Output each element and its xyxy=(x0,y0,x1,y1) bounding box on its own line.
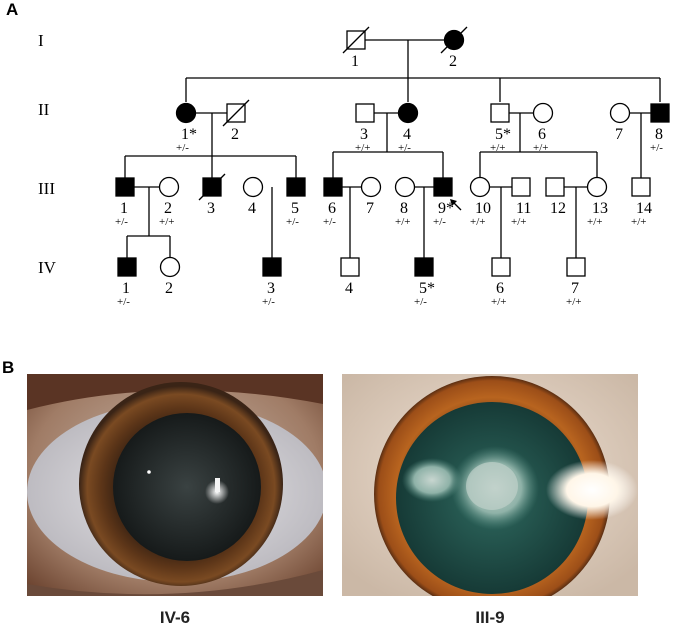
pedigree-iv-3-label: 3 xyxy=(267,280,275,297)
pedigree-iii-5-label: 5 xyxy=(291,200,299,217)
pedigree-i-1-label: 1 xyxy=(351,53,359,70)
pedigree-iii-4-label: 4 xyxy=(248,200,256,217)
generation-label-ii: II xyxy=(38,100,50,119)
pedigree-ii-6-label: 6 xyxy=(538,126,546,143)
panel-label-b: B xyxy=(2,358,15,377)
pedigree-ii-6-genotype: +/+ xyxy=(533,142,548,154)
pedigree-i-2-label: 2 xyxy=(449,53,457,70)
pedigree-iii-4-symbol xyxy=(242,176,264,198)
pedigree-iii-11-symbol xyxy=(511,177,531,197)
pedigree-iv-1-label: 1 xyxy=(122,280,130,297)
pedigree-iii-1-symbol xyxy=(115,177,135,197)
pedigree-ii-5-label: 5* xyxy=(495,126,511,143)
pedigree-iv-6-genotype: +/+ xyxy=(491,296,506,308)
pedigree-ii-1-label: 1* xyxy=(181,126,197,143)
pedigree-iv-3-symbol xyxy=(262,257,282,277)
pedigree-iv-7-symbol xyxy=(566,257,586,277)
pedigree-iv-2-label: 2 xyxy=(165,280,173,297)
pedigree-ii-1-genotype: +/- xyxy=(176,142,189,154)
deceased-slash xyxy=(222,99,250,127)
pedigree-iii-13-genotype: +/+ xyxy=(587,216,602,228)
pedigree-iii-10-genotype: +/+ xyxy=(470,216,485,228)
deceased-slash xyxy=(440,26,468,54)
pedigree-iii-6-symbol xyxy=(323,177,343,197)
pedigree-iii-3-label: 3 xyxy=(207,200,215,217)
pedigree-ii-7-symbol xyxy=(609,102,631,124)
pedigree-iii-2-label: 2 xyxy=(164,200,172,217)
pedigree-iii-9-genotype: +/- xyxy=(433,216,446,228)
pedigree-iii-12-symbol xyxy=(545,177,565,197)
deceased-slash xyxy=(198,173,226,201)
pedigree-iv-2-symbol xyxy=(159,256,181,278)
pedigree-iv-3-genotype: +/- xyxy=(262,296,275,308)
deceased-slash xyxy=(342,26,370,54)
pedigree-iv-5-symbol xyxy=(414,257,434,277)
pedigree-ii-7-label: 7 xyxy=(615,126,623,143)
pedigree-iii-5-symbol xyxy=(286,177,306,197)
pedigree-ii-4-symbol xyxy=(397,102,419,124)
pedigree-iv-5-genotype: +/- xyxy=(414,296,427,308)
pedigree-iv-6-label: 6 xyxy=(496,280,504,297)
pedigree-iii-7-symbol xyxy=(360,176,382,198)
pedigree-iv-7-genotype: +/+ xyxy=(566,296,581,308)
pedigree-iii-14-symbol xyxy=(631,177,651,197)
generation-label-iv: IV xyxy=(38,258,57,277)
pedigree-iv-4-label: 4 xyxy=(345,280,353,297)
pedigree-iv-1-genotype: +/- xyxy=(117,296,130,308)
pedigree-iii-12-label: 12 xyxy=(550,200,566,217)
pedigree-ii-5-symbol xyxy=(490,103,510,123)
pedigree-iii-9-label: 9* xyxy=(438,200,454,217)
pedigree-iii-10-symbol xyxy=(469,176,491,198)
pedigree-iii-8-genotype: +/+ xyxy=(395,216,410,228)
pedigree-iii-6-label: 6 xyxy=(328,200,336,217)
pedigree-ii-8-symbol xyxy=(650,103,670,123)
pedigree-iii-1-genotype: +/- xyxy=(115,216,128,228)
pedigree-iv-7-label: 7 xyxy=(571,280,579,297)
pedigree-ii-3-label: 3 xyxy=(360,126,368,143)
pedigree-iv-5-label: 5* xyxy=(419,280,435,297)
pedigree-iii-2-genotype: +/+ xyxy=(159,216,174,228)
pedigree-lines xyxy=(124,39,661,258)
pedigree-ii-1-symbol xyxy=(175,102,197,124)
pedigree-ii-3-genotype: +/+ xyxy=(355,142,370,154)
pedigree-iii-14-genotype: +/+ xyxy=(631,216,646,228)
generation-label-iii: III xyxy=(38,179,55,198)
panel-label-a: A xyxy=(6,0,19,19)
eye-photo-iii9 xyxy=(342,374,638,596)
pedigree-iii-14-label: 14 xyxy=(636,200,652,217)
photo-caption-iv6: IV-6 xyxy=(159,608,191,627)
pedigree-iv-1-symbol xyxy=(117,257,137,277)
pedigree-iii-8-label: 8 xyxy=(400,200,408,217)
pedigree-iii-7-label: 7 xyxy=(366,200,374,217)
proband-arrow-icon xyxy=(450,199,457,206)
pedigree-ii-6-symbol xyxy=(532,102,554,124)
pedigree-ii-2-label: 2 xyxy=(231,126,239,143)
pedigree-iii-2-symbol xyxy=(158,176,180,198)
pedigree-symbols xyxy=(115,26,670,278)
pedigree-iv-4-symbol xyxy=(340,257,360,277)
pedigree-ii-8-label: 8 xyxy=(655,126,663,143)
photo-caption-iii9: III-9 xyxy=(475,608,505,627)
pedigree-ii-3-symbol xyxy=(355,103,375,123)
generation-label-i: I xyxy=(38,31,44,50)
pedigree-iii-10-label: 10 xyxy=(475,200,491,217)
pedigree-iii-6-genotype: +/- xyxy=(323,216,336,228)
pedigree-iii-8-symbol xyxy=(394,176,416,198)
pedigree-iii-9-symbol xyxy=(433,177,453,197)
pedigree-ii-8-genotype: +/- xyxy=(650,142,663,154)
pedigree-iv-6-symbol xyxy=(491,257,511,277)
pedigree-iii-5-genotype: +/- xyxy=(286,216,299,228)
pedigree-ii-4-label: 4 xyxy=(403,126,411,143)
pedigree-iii-13-label: 13 xyxy=(592,200,608,217)
pedigree-iii-11-label: 11 xyxy=(516,200,531,217)
pedigree-ii-4-genotype: +/- xyxy=(398,142,411,154)
pedigree-iii-11-genotype: +/+ xyxy=(511,216,526,228)
eye-photo-iv6 xyxy=(27,374,323,596)
pedigree-iii-13-symbol xyxy=(586,176,608,198)
pedigree-ii-5-genotype: +/+ xyxy=(490,142,505,154)
pedigree-iii-1-label: 1 xyxy=(120,200,128,217)
